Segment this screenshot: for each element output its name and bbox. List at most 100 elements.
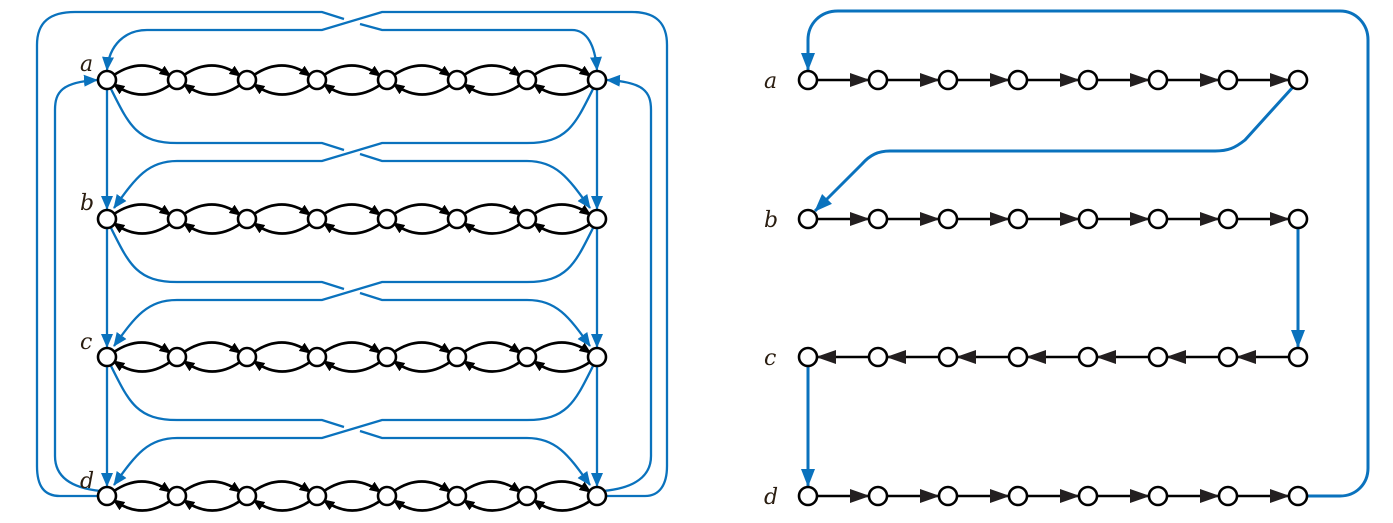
left-edge-d3-to-d2 bbox=[255, 501, 311, 512]
right-node-b0 bbox=[797, 208, 819, 230]
right-node-d6 bbox=[1217, 485, 1239, 507]
left-edge-c5-to-c6 bbox=[463, 341, 519, 353]
left-node-a2 bbox=[236, 69, 258, 91]
left-edge-c3-to-c4 bbox=[323, 341, 379, 353]
right-node-b3 bbox=[1007, 208, 1029, 230]
left-edge-c1-to-c2 bbox=[183, 341, 239, 353]
right-label-b: b bbox=[764, 208, 778, 233]
left-edge-b7-to-b6 bbox=[535, 224, 591, 235]
left-black-edges bbox=[113, 64, 591, 512]
left-node-d2 bbox=[236, 485, 258, 507]
left-node-b4 bbox=[376, 208, 398, 230]
left-edge-d5-to-d4 bbox=[395, 501, 451, 512]
left-edge-b4-to-b3 bbox=[325, 224, 381, 235]
left-edge-a3-to-a4 bbox=[323, 64, 379, 76]
left-edge-d6-to-d7 bbox=[533, 480, 589, 492]
left-edge-c1-to-c0 bbox=[115, 362, 171, 373]
left-edge-a4-to-a3 bbox=[325, 85, 381, 96]
right-black-edges bbox=[816, 73, 1290, 503]
left-node-c5 bbox=[446, 346, 468, 368]
left-node-b3 bbox=[306, 208, 328, 230]
left-node-a0 bbox=[96, 69, 118, 91]
left-edge-b1-to-b0 bbox=[115, 224, 171, 235]
left-label-b: b bbox=[80, 191, 94, 216]
right-node-c4 bbox=[1077, 346, 1099, 368]
left-edge-a4-to-a5 bbox=[393, 64, 449, 76]
left-blue-wrap-d-last-to-a-first bbox=[102, 10, 669, 498]
left-node-a1 bbox=[166, 69, 188, 91]
left-edge-a7-to-a6 bbox=[535, 85, 591, 96]
left-edge-b5-to-b4 bbox=[395, 224, 451, 235]
left-edge-a5-to-a4 bbox=[395, 85, 451, 96]
left-edge-b5-to-b6 bbox=[463, 203, 519, 215]
right-diagram: a b c d bbox=[764, 9, 1370, 510]
left-edge-c0-to-c1 bbox=[113, 341, 169, 353]
left-edge-c5-to-c4 bbox=[395, 362, 451, 373]
left-edge-b1-to-b2 bbox=[183, 203, 239, 215]
right-node-c3 bbox=[1007, 346, 1029, 368]
right-node-c5 bbox=[1147, 346, 1169, 368]
right-node-d1 bbox=[867, 485, 889, 507]
left-edge-a0-to-a1 bbox=[113, 64, 169, 76]
right-node-d2 bbox=[937, 485, 959, 507]
left-edge-d5-to-d6 bbox=[463, 480, 519, 492]
left-blue-cross-last-to-first-1 bbox=[113, 227, 595, 347]
left-edge-b6-to-b5 bbox=[465, 224, 521, 235]
left-label-a: a bbox=[80, 52, 93, 77]
left-blue-wrap-d-first-to-a-last bbox=[35, 10, 597, 498]
left-blue-cross-first-to-last-2 bbox=[109, 365, 590, 485]
right-node-d3 bbox=[1007, 485, 1029, 507]
right-node-b4 bbox=[1077, 208, 1099, 230]
right-node-c6 bbox=[1217, 346, 1239, 368]
left-node-a3 bbox=[306, 69, 328, 91]
left-blue-cross-last-to-first-0 bbox=[113, 88, 595, 209]
left-edge-d4-to-d3 bbox=[325, 501, 381, 512]
left-node-c2 bbox=[236, 346, 258, 368]
left-edge-a2-to-a3 bbox=[253, 64, 309, 76]
left-node-b7 bbox=[586, 208, 608, 230]
left-edge-a6-to-a7 bbox=[533, 64, 589, 76]
right-node-d5 bbox=[1147, 485, 1169, 507]
left-node-a7 bbox=[586, 69, 608, 91]
right-node-c0 bbox=[797, 346, 819, 368]
left-edge-c3-to-c2 bbox=[255, 362, 311, 373]
right-node-d0 bbox=[797, 485, 819, 507]
left-diagram: a b c d bbox=[35, 10, 669, 512]
right-node-c7 bbox=[1287, 346, 1309, 368]
left-edge-c2-to-c3 bbox=[253, 341, 309, 353]
left-node-b5 bbox=[446, 208, 468, 230]
left-label-d: d bbox=[80, 469, 94, 494]
left-edge-d1-to-d0 bbox=[115, 501, 171, 512]
left-edge-b2-to-b1 bbox=[185, 224, 241, 235]
right-blue-d-last-to-a-first bbox=[801, 9, 1370, 498]
left-node-b6 bbox=[516, 208, 538, 230]
left-blue-wrap-d-first-to-a-first bbox=[53, 74, 102, 493]
left-node-a4 bbox=[376, 69, 398, 91]
left-edge-c7-to-c6 bbox=[535, 362, 591, 373]
left-edge-d2-to-d1 bbox=[185, 501, 241, 512]
left-node-d1 bbox=[166, 485, 188, 507]
left-node-d6 bbox=[516, 485, 538, 507]
right-blue-a-last-to-b-first bbox=[813, 85, 1295, 213]
left-node-a5 bbox=[446, 69, 468, 91]
left-node-d0 bbox=[96, 485, 118, 507]
left-edge-d4-to-d5 bbox=[393, 480, 449, 492]
right-node-c2 bbox=[937, 346, 959, 368]
right-node-a0 bbox=[797, 69, 819, 91]
left-edge-a6-to-a5 bbox=[465, 85, 521, 96]
left-node-c0 bbox=[96, 346, 118, 368]
left-node-d3 bbox=[306, 485, 328, 507]
right-node-a7 bbox=[1287, 69, 1309, 91]
left-blue-cross-first-to-last-0 bbox=[109, 88, 590, 208]
left-node-b0 bbox=[96, 208, 118, 230]
right-node-b2 bbox=[937, 208, 959, 230]
left-blue-cross-first-to-last-1 bbox=[109, 227, 590, 346]
right-row-labels: a b c d bbox=[764, 69, 778, 510]
left-edge-c6-to-c7 bbox=[533, 341, 589, 353]
left-edge-a2-to-a1 bbox=[185, 85, 241, 96]
left-edge-d3-to-d4 bbox=[323, 480, 379, 492]
right-node-a5 bbox=[1147, 69, 1169, 91]
right-node-a3 bbox=[1007, 69, 1029, 91]
left-node-c6 bbox=[516, 346, 538, 368]
